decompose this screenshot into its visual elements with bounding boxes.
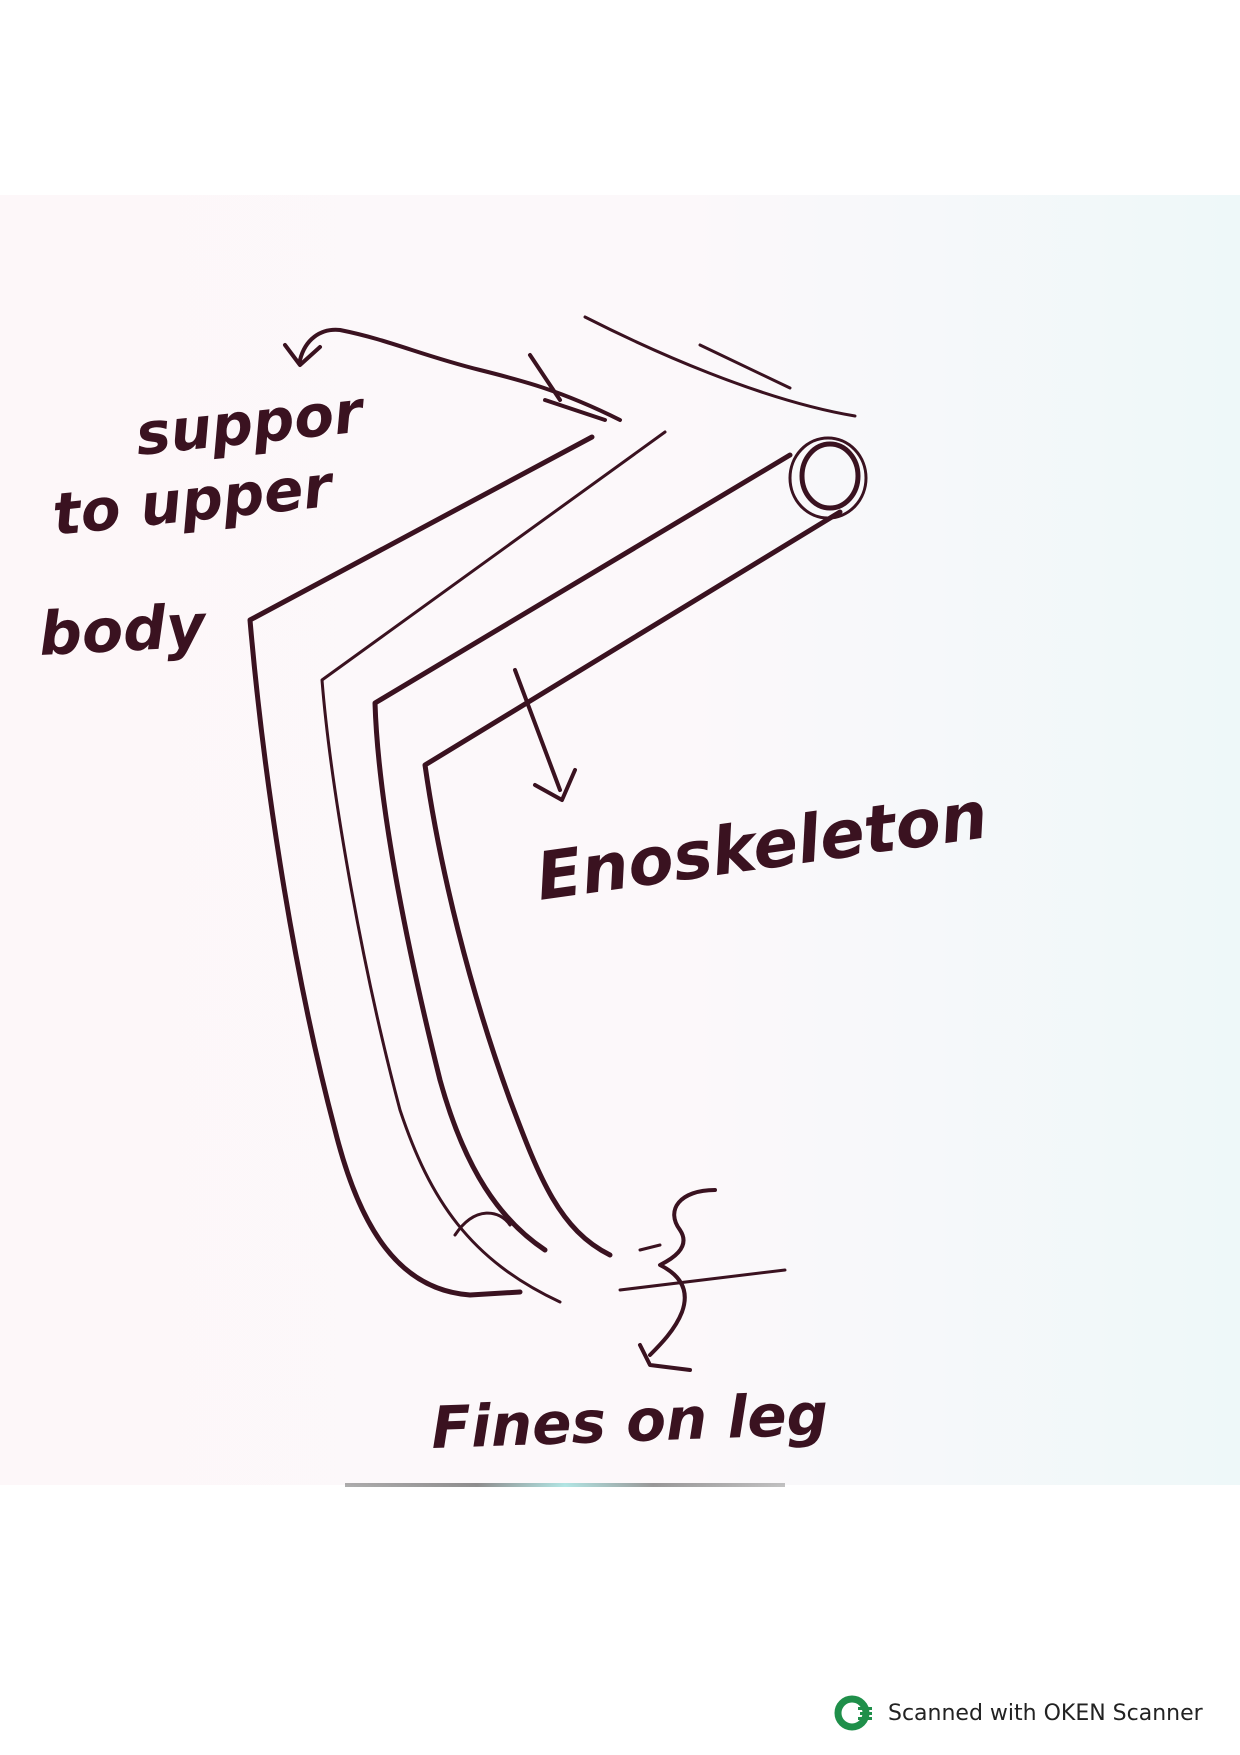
fines-arrow-head <box>640 1345 690 1370</box>
bristle-line-1 <box>585 317 855 416</box>
label-endoskeleton: Enoskeleton <box>532 776 993 915</box>
label-support: suppor <box>132 377 369 469</box>
label-body: body <box>37 591 210 670</box>
leg-cross-section <box>802 444 858 508</box>
bristle-line-2 <box>700 345 790 388</box>
scanner-footer: Scanned with OKEN Scanner <box>834 1693 1203 1733</box>
label-fines-on-leg: Fines on leg <box>430 1380 829 1462</box>
fines-tick <box>640 1245 660 1250</box>
fines-hair-2 <box>620 1270 785 1290</box>
fines-brace <box>650 1190 715 1355</box>
label-to-upper: to upper <box>49 452 338 549</box>
oken-scanner-logo-icon <box>834 1693 874 1733</box>
scanner-watermark-text: Scanned with OKEN Scanner <box>888 1701 1203 1726</box>
